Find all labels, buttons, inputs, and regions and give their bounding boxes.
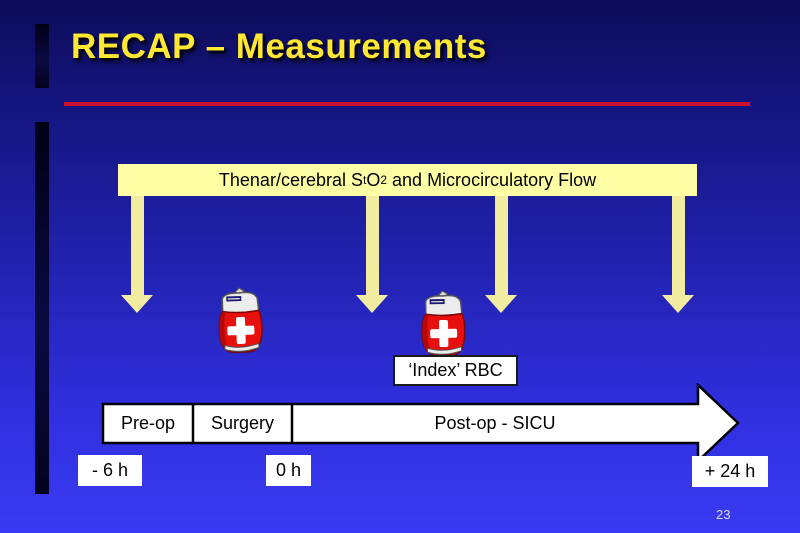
time-marker-plus-24h: + 24 h — [692, 456, 768, 487]
banner-text-part1: Thenar/cerebral S — [218, 169, 363, 190]
arrow-stem — [494, 196, 508, 295]
arrow-stem — [365, 196, 379, 295]
decorative-bar-title — [35, 24, 49, 88]
arrow-stem — [130, 196, 144, 295]
blood-bag-icon — [421, 290, 466, 357]
blood-bag-icon — [218, 287, 263, 354]
title-underline — [64, 102, 750, 106]
slide-title: RECAP – Measurements — [71, 27, 487, 66]
measurement-arrow-preop — [121, 196, 153, 313]
measurement-arrow-postop — [485, 196, 517, 313]
timeline-phase-preop: Pre-op — [120, 413, 176, 433]
banner-text-part2: O — [366, 169, 381, 190]
measurement-arrow-surgery-end — [356, 196, 388, 313]
timeline-arrow — [101, 383, 740, 463]
arrow-stem — [671, 196, 685, 295]
timeline-phase-surgery: Surgery — [210, 413, 275, 433]
arrow-head-icon — [485, 295, 517, 313]
arrow-head-icon — [121, 295, 153, 313]
arrow-head-icon — [662, 295, 694, 313]
slide-page-number: 23 — [716, 507, 731, 522]
timeline-phase-postop-sicu: Post-op - SICU — [434, 413, 556, 433]
banner-text-part3: and Microcirculatory Flow — [387, 169, 597, 190]
arrow-head-icon — [356, 295, 388, 313]
measurement-arrow-24h — [662, 196, 694, 313]
decorative-bar-side — [35, 122, 49, 494]
index-rbc-label: ‘Index’ RBC — [393, 355, 518, 386]
time-marker-minus-6h: - 6 h — [78, 455, 142, 486]
time-marker-0h: 0 h — [266, 455, 311, 486]
